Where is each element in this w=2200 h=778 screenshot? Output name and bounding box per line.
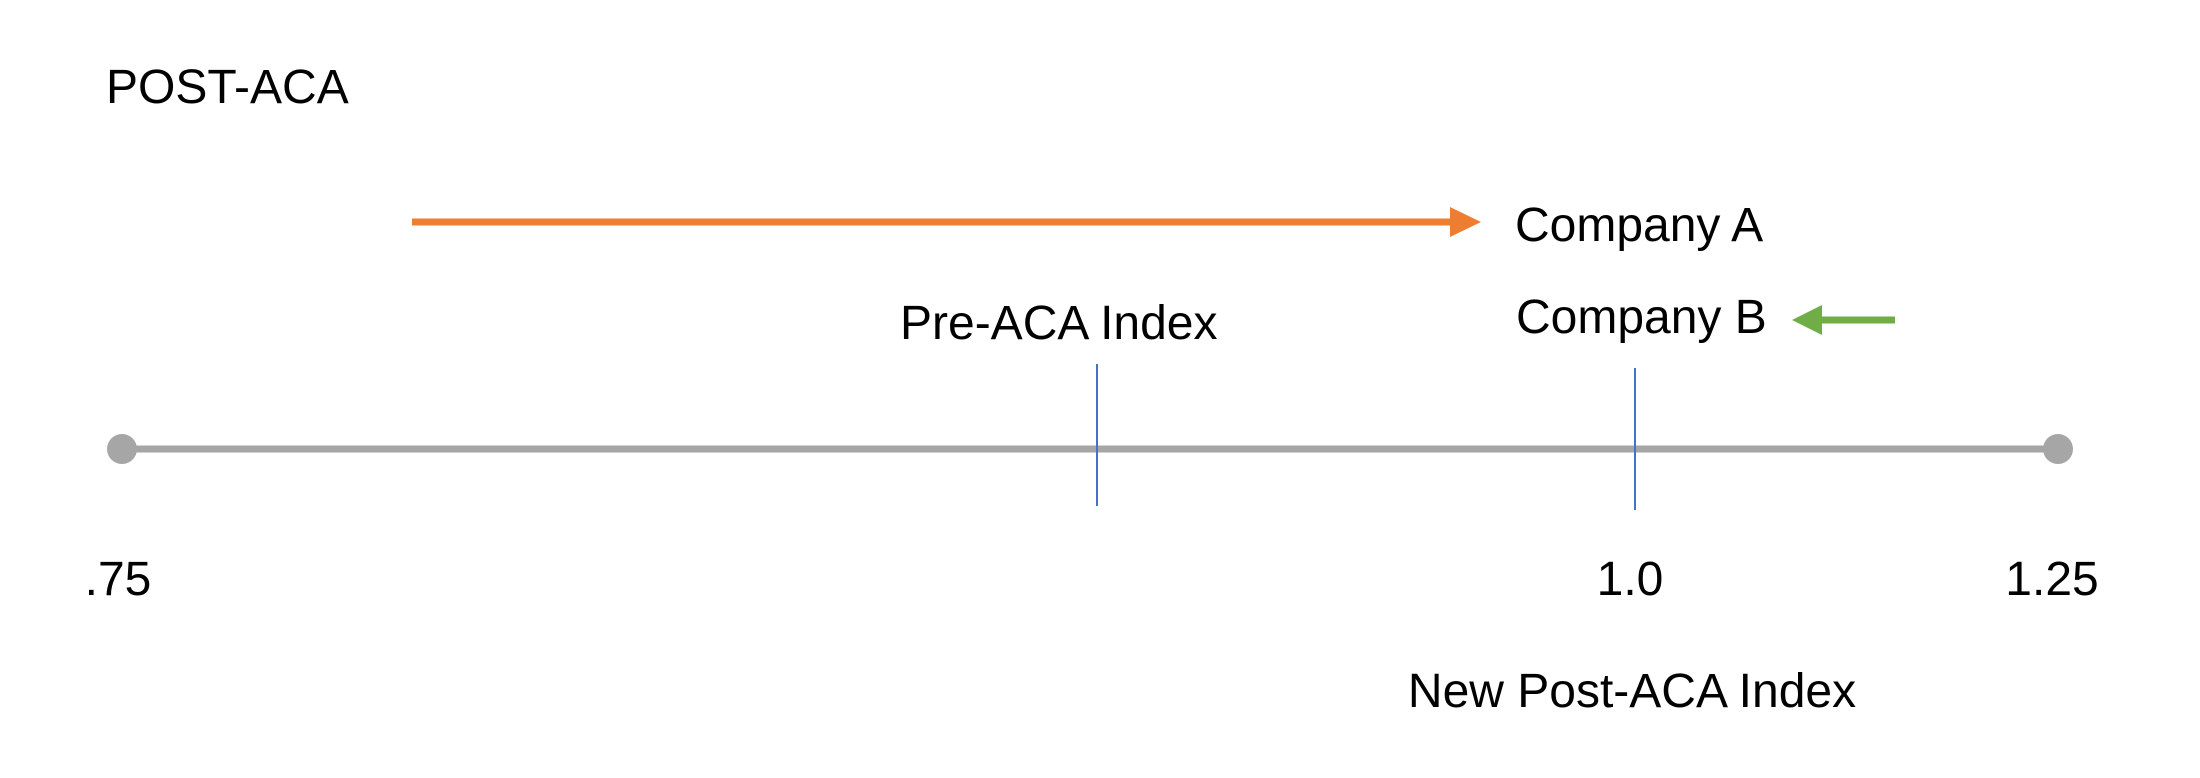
axis-mid-label: 1.0	[1596, 553, 1664, 606]
axis-caption: New Post-ACA Index	[1407, 665, 1857, 718]
pre-aca-index-label: Pre-ACA Index	[900, 297, 1218, 350]
company-b-arrow-head	[1792, 305, 1822, 335]
axis-end-dot	[2043, 434, 2073, 464]
company-a-label: Company A	[1515, 199, 1764, 252]
diagram-title: POST-ACA	[106, 61, 349, 114]
company-a-arrow-head	[1450, 207, 1481, 237]
axis-min-label: .75	[84, 553, 152, 606]
company-b-label: Company B	[1516, 291, 1767, 344]
axis-start-dot	[107, 434, 137, 464]
axis-max-label: 1.25	[2005, 553, 2099, 606]
